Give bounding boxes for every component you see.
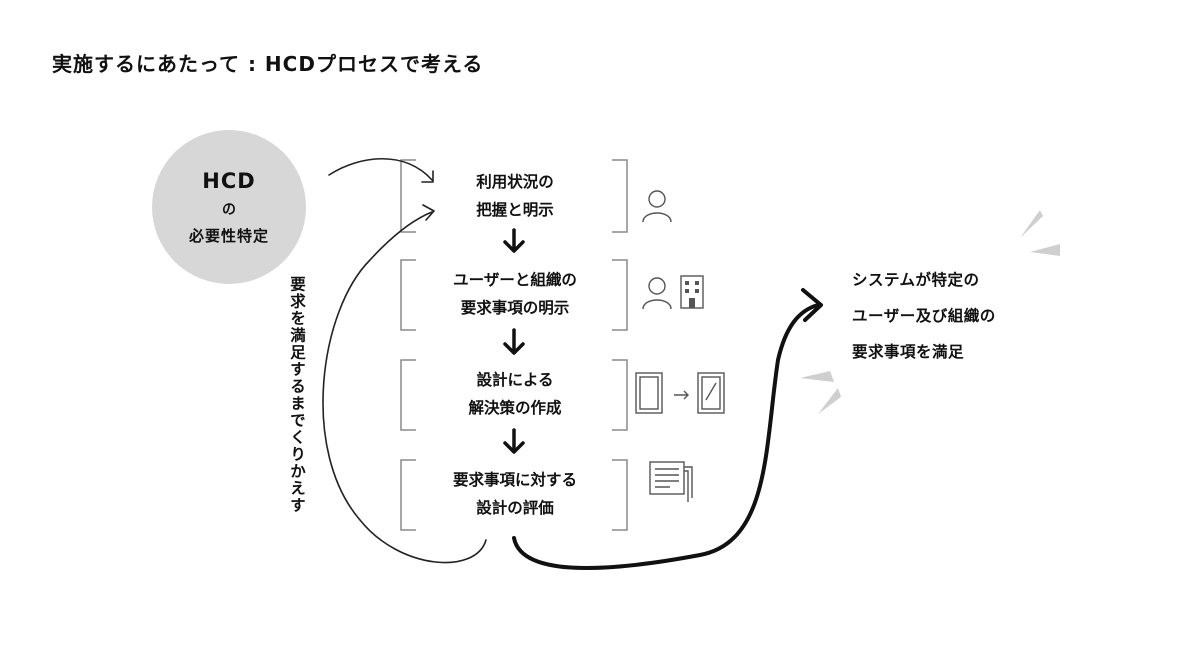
step-2-bracket-left xyxy=(400,259,416,331)
hcd-circle-line2: の xyxy=(222,201,236,218)
burst-mark-1 xyxy=(1020,210,1043,238)
step-2-line1: ユーザーと組織の xyxy=(453,271,577,289)
step-1-bracket-left xyxy=(400,159,416,233)
person-icon-2 xyxy=(642,277,672,310)
edited-screen-icon xyxy=(697,372,725,414)
step-4-bracket xyxy=(400,459,628,531)
down-arrow-3 xyxy=(503,428,525,454)
step-2-bracket-right xyxy=(612,259,628,331)
step-3-line2: 解決策の作成 xyxy=(468,399,562,417)
hcd-circle-line3: 必要性特定 xyxy=(188,226,269,245)
loop-label: 要求を満足するまでくりかえす xyxy=(288,276,306,514)
burst-marks xyxy=(800,210,1060,414)
result-arrow xyxy=(512,288,823,570)
result-line2: ユーザー及び組織の xyxy=(852,307,996,325)
hcd-circle-line1: HCD xyxy=(202,168,256,193)
design-transform-icon xyxy=(635,372,725,414)
building-icon xyxy=(680,275,704,309)
down-arrow-2 xyxy=(503,328,525,355)
step-1-bracket-right xyxy=(612,159,628,233)
burst-mark-3 xyxy=(800,371,834,382)
result-text: システムが特定の ユーザー及び組織の 要求事項を満足 xyxy=(852,262,996,370)
step-4-bracket-left xyxy=(400,459,416,531)
step-1-line2: 把握と明示 xyxy=(476,201,554,219)
down-arrow-1 xyxy=(503,228,525,253)
step-3-bracket-right xyxy=(612,359,628,431)
step-3-bracket-left xyxy=(400,359,416,431)
step-1-bracket xyxy=(400,159,628,233)
step-requirements: ユーザーと組織の 要求事項の明示 xyxy=(420,266,610,322)
step-3-bracket xyxy=(400,359,628,431)
step-context-of-use: 利用状況の 把握と明示 xyxy=(420,168,610,224)
step-4-bracket-right xyxy=(612,459,628,531)
person-icon xyxy=(642,190,672,223)
step-1-line1: 利用状況の xyxy=(476,173,554,191)
documents-icon xyxy=(649,461,693,502)
step-2-bracket xyxy=(400,259,628,331)
result-line3: 要求事項を満足 xyxy=(852,343,965,361)
burst-mark-4 xyxy=(818,388,841,414)
result-line1: システムが特定の xyxy=(852,271,980,289)
step-2-line2: 要求事項の明示 xyxy=(460,299,570,317)
entry-arrow xyxy=(328,157,434,183)
step-4-line1: 要求事項に対する xyxy=(452,471,577,489)
small-arrow-icon xyxy=(674,390,689,400)
step-design-solution: 設計による 解決策の作成 xyxy=(420,366,610,422)
step-evaluation: 要求事項に対する 設計の評価 xyxy=(420,466,610,522)
step-3-line1: 設計による xyxy=(476,371,554,389)
blank-screen-icon xyxy=(635,372,663,414)
iteration-loop-arrow xyxy=(322,204,487,564)
burst-mark-2 xyxy=(1030,244,1060,256)
step-4-line2: 設計の評価 xyxy=(476,499,554,517)
page-title: 実施するにあたって : HCDプロセスで考える xyxy=(52,52,484,76)
hcd-need-circle: HCD の 必要性特定 xyxy=(152,130,306,284)
